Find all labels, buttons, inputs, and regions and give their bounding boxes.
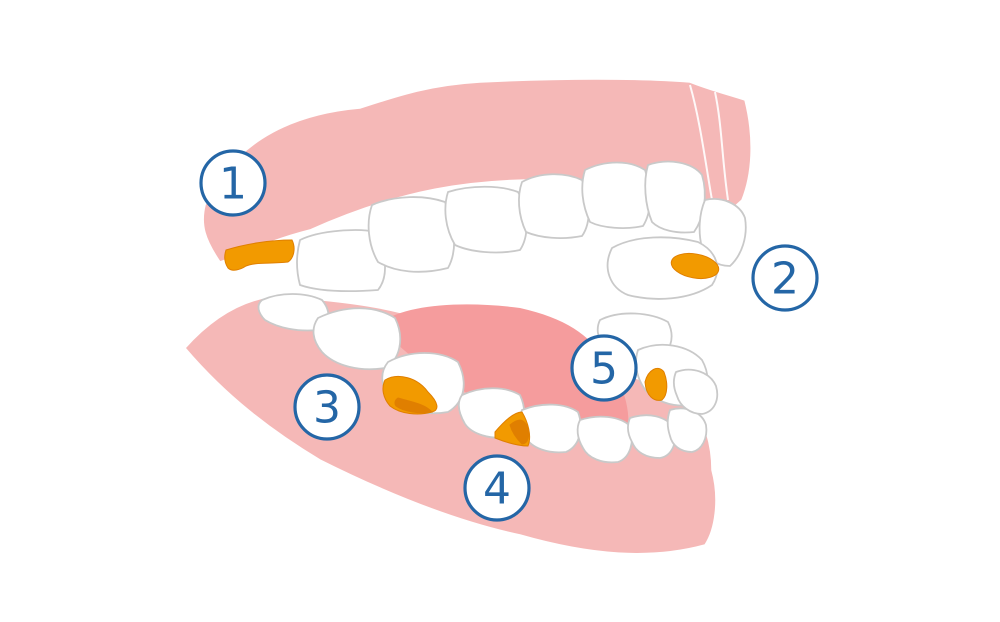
upper-gum [202, 78, 752, 263]
upper-canine [644, 160, 706, 234]
tongue [378, 304, 629, 430]
upper-premolar-2 [518, 173, 590, 239]
lower-incisor-2 [666, 407, 708, 453]
upper-front-tooth [606, 236, 719, 300]
decay-spot-5 [644, 367, 668, 401]
decay-spot-3-shade [394, 397, 433, 414]
marker-label: 2 [771, 254, 799, 305]
lower-incisor-1 [627, 414, 677, 459]
marker-circle [751, 244, 819, 312]
marker-1: 1 [199, 149, 267, 217]
marker-circle [463, 454, 531, 522]
upper-molar-2 [367, 196, 456, 273]
marker-label: 1 [219, 159, 247, 210]
marker-label: 3 [313, 383, 341, 434]
decay-spot-2 [670, 252, 720, 280]
upper-molar-3 [296, 229, 386, 293]
lower-canine [576, 415, 633, 464]
upper-molar-1 [444, 185, 528, 254]
upper-premolar-1 [581, 161, 651, 229]
lower-front-tooth-3 [672, 368, 719, 415]
decay-spot-4-shade [509, 419, 530, 445]
markers: 1 2 3 4 5 [199, 149, 819, 522]
marker-circle [199, 149, 267, 217]
marker-label: 5 [590, 344, 618, 395]
decay-spot-1 [224, 239, 295, 271]
upper-teeth [296, 160, 747, 300]
marker-2: 2 [751, 244, 819, 312]
marker-circle [293, 373, 361, 441]
lower-gum [184, 295, 717, 555]
marker-label: 4 [483, 464, 511, 515]
marker-3: 3 [293, 373, 361, 441]
marker-circle [570, 334, 638, 402]
decay-spots [224, 239, 720, 447]
marker-4: 4 [463, 454, 531, 522]
upper-incisor [698, 198, 747, 267]
marker-5: 5 [570, 334, 638, 402]
